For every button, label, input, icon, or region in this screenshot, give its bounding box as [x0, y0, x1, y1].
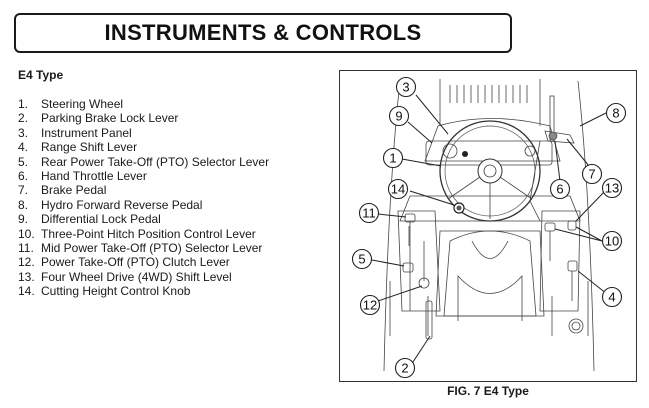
svg-text:1: 1 — [389, 151, 396, 166]
callout-14: 14 — [387, 178, 409, 200]
legend-number: 6. — [18, 169, 29, 184]
tractor-controls-diagram: 3 9 1 14 11 5 12 2 8 7 6 13 10 4 — [351, 76, 627, 379]
legend-item: 6. Hand Throttle Lever — [18, 169, 269, 183]
legend-item: 8. Hydro Forward Reverse Pedal — [18, 198, 269, 212]
ignition-switch-icon — [524, 145, 536, 157]
callout-13: 13 — [601, 177, 623, 199]
legend-item: 12. Power Take-Off (PTO) Clutch Lever — [18, 255, 269, 269]
legend-item: 1. Steering Wheel — [18, 97, 269, 111]
pto-clutch-lever-knob — [418, 277, 430, 289]
legend-label: Steering Wheel — [41, 97, 124, 111]
legend-label: Differential Lock Pedal — [41, 212, 161, 227]
legend-label: Range Shift Lever — [41, 140, 138, 155]
pedals-right — [529, 95, 575, 222]
svg-text:2: 2 — [401, 361, 408, 376]
figure-frame: 3 9 1 14 11 5 12 2 8 7 6 13 10 4 — [339, 70, 637, 382]
hitch-lever-knob — [544, 222, 556, 232]
legend-label: Mid Power Take-Off (PTO) Selector Lever — [41, 241, 263, 256]
callout-7: 7 — [581, 163, 603, 185]
knob-center — [456, 205, 462, 211]
controls-legend-list: 1. Steering Wheel 2. Parking Brake Lock Le… — [18, 97, 269, 299]
cup-holder — [568, 318, 584, 334]
callout-9: 9 — [388, 105, 410, 127]
callout-6: 6 — [549, 178, 571, 200]
subheading: E4 Type — [18, 68, 64, 82]
legend-label: Instrument Panel — [41, 125, 132, 140]
callout-10: 10 — [601, 230, 623, 252]
legend-number: 10. — [18, 226, 35, 241]
callout-12: 12 — [359, 294, 381, 316]
legend-item: 5. Rear Power Take-Off (PTO) Selector Lev… — [18, 155, 269, 169]
legend-number: 12. — [18, 255, 35, 270]
legend-number: 11. — [18, 241, 34, 256]
svg-text:7: 7 — [588, 167, 595, 182]
callout-3: 3 — [395, 76, 417, 98]
legend-number: 13. — [18, 269, 35, 284]
legend-number: 1. — [18, 97, 29, 111]
legend-label: Four Wheel Drive (4WD) Shift Level — [41, 269, 232, 284]
legend-label: Rear Power Take-Off (PTO) Selector Lever — [41, 154, 270, 169]
svg-text:12: 12 — [363, 298, 377, 313]
callout-11: 11 — [358, 202, 380, 224]
right-console — [539, 210, 584, 334]
section-title-box: INSTRUMENTS & CONTROLS — [14, 13, 512, 53]
legend-number: 14. — [18, 284, 35, 299]
legend-number: 7. — [18, 183, 29, 198]
callout-1: 1 — [382, 147, 404, 169]
legend-item: 2. Parking Brake Lock Lever — [18, 111, 269, 125]
svg-text:4: 4 — [608, 290, 615, 305]
figure-caption: FIG. 7 E4 Type — [447, 384, 529, 398]
legend-label: Hydro Forward Reverse Pedal — [41, 197, 203, 212]
operator-seat — [435, 230, 545, 321]
legend-number: 5. — [18, 154, 29, 169]
indicator-light-icon — [462, 151, 468, 157]
left-console — [397, 210, 441, 312]
hand-throttle-knob — [548, 131, 558, 141]
callout-2: 2 — [394, 357, 416, 379]
legend-label: Cutting Height Control Knob — [41, 284, 191, 299]
legend-item: 9. Differential Lock Pedal — [18, 212, 269, 226]
range-shift-knob — [567, 260, 578, 272]
legend-number: 8. — [18, 197, 29, 212]
4wd-lever-knob — [567, 220, 577, 231]
legend-number: 4. — [18, 140, 29, 155]
cup-holder-inner — [571, 321, 581, 331]
tractor-body-outline — [383, 79, 595, 372]
legend-item: 11. Mid Power Take-Off (PTO) Selector Lev… — [18, 241, 269, 255]
legend-number: 3. — [18, 125, 29, 140]
legend-item: 10. Three-Point Hitch Position Control Le… — [18, 227, 269, 241]
svg-text:5: 5 — [358, 252, 365, 267]
rear-pto-lever-knob — [402, 262, 414, 273]
svg-text:9: 9 — [395, 109, 402, 124]
svg-text:13: 13 — [605, 181, 619, 196]
svg-text:10: 10 — [605, 234, 619, 249]
legend-label: Brake Pedal — [41, 183, 107, 198]
callout-8: 8 — [605, 102, 627, 124]
legend-item: 4. Range Shift Lever — [18, 140, 269, 154]
svg-text:11: 11 — [362, 206, 376, 221]
legend-item: 14. Cutting Height Control Knob — [18, 284, 269, 298]
mid-pto-lever-knob — [404, 213, 416, 223]
gauge-icon — [442, 143, 458, 159]
legend-number: 2. — [18, 111, 29, 126]
svg-text:8: 8 — [612, 106, 619, 121]
callout-4: 4 — [601, 286, 623, 308]
legend-label: Parking Brake Lock Lever — [41, 111, 179, 126]
callout-5: 5 — [351, 248, 373, 270]
legend-label: Three-Point Hitch Position Control Lever — [41, 226, 256, 241]
parking-brake-lever — [425, 300, 433, 340]
svg-text:14: 14 — [391, 182, 405, 197]
hood-grille — [449, 85, 528, 103]
section-title: INSTRUMENTS & CONTROLS — [104, 20, 422, 45]
legend-number: 9. — [18, 212, 29, 227]
svg-text:3: 3 — [402, 80, 409, 95]
legend-label: Hand Throttle Lever — [41, 169, 147, 184]
svg-text:6: 6 — [556, 182, 563, 197]
legend-item: 3. Instrument Panel — [18, 126, 269, 140]
legend-item: 7. Brake Pedal — [18, 183, 269, 197]
legend-label: Power Take-Off (PTO) Clutch Lever — [41, 255, 230, 270]
callout-leaders — [371, 94, 608, 366]
legend-item: 13. Four Wheel Drive (4WD) Shift Level — [18, 270, 269, 284]
